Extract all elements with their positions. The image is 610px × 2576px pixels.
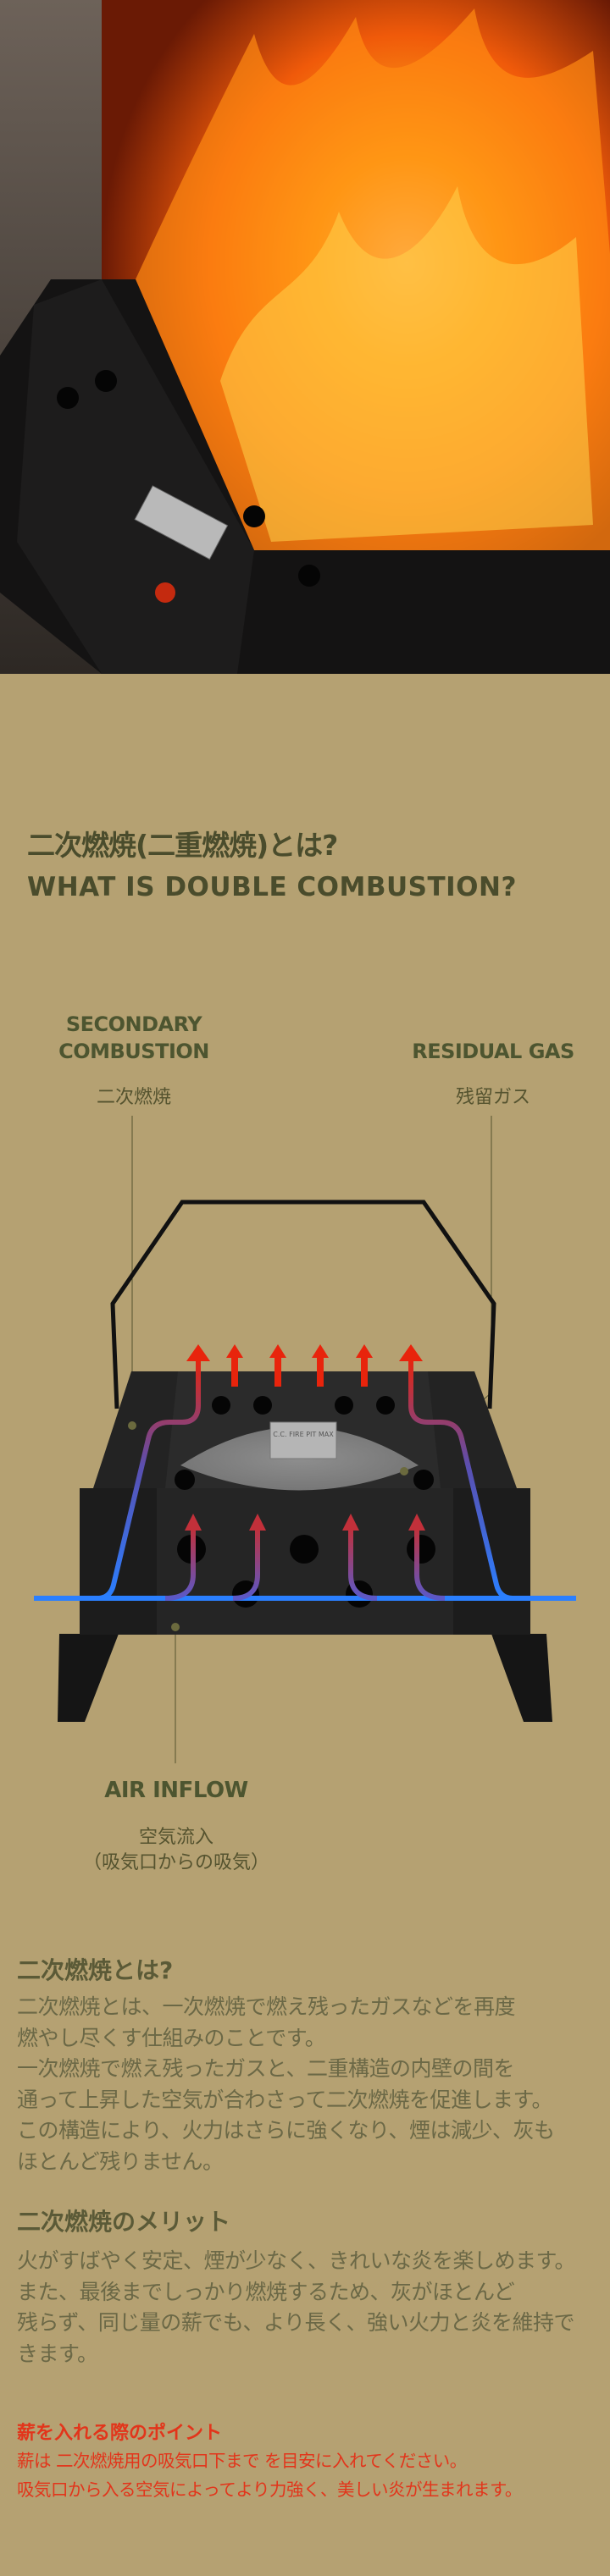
label-air-inflow: AIR INFLOW (104, 1778, 248, 1803)
label-secondary-combustion: SECONDARY COMBUSTION (58, 1012, 209, 1063)
tip-body: 薪は 二次燃焼用の吸気口下まで を目安に入れてください。 吸気口から入る空気によ… (17, 2451, 522, 2500)
heat-arrows (186, 1344, 423, 1387)
marker-dot (128, 1421, 136, 1430)
airflow-branch (164, 1528, 196, 1601)
heat-arrow-icon (186, 1344, 210, 1361)
marker-dot (171, 1623, 180, 1631)
combustion-diagram: C.C. FIRE PIT MAX (34, 1116, 576, 1763)
airflow-branch (414, 1528, 446, 1601)
label-residual-gas-jp: 残留ガス (455, 1087, 530, 1108)
stove-leg-left (58, 1634, 119, 1722)
marker-dot (400, 1467, 408, 1476)
label-air-inflow-sub: （吸気口からの吸気） (82, 1852, 269, 1873)
tip-title: 薪を入れる際のポイント (17, 2423, 223, 2444)
small-arrowheads (185, 1514, 425, 1531)
page-title-jp: 二次燃焼(二重燃焼)とは? (27, 829, 338, 862)
hero-fire-pit-photo (0, 0, 610, 674)
airflow-branch (348, 1528, 378, 1601)
airflow-branch (232, 1528, 260, 1601)
stove-handle (110, 1200, 496, 1409)
label-secondary-combustion-jp: 二次燃焼 (96, 1087, 171, 1108)
label-residual-gas: RESIDUAL GAS (412, 1040, 574, 1063)
section-title-what-is: 二次燃焼とは? (17, 1956, 174, 1984)
page-title-en: WHAT IS DOUBLE COMBUSTION? (27, 872, 517, 902)
section-title-merit: 二次燃焼のメリット (17, 2208, 231, 2236)
heat-arrow-icon (269, 1344, 286, 1387)
heat-arrow-icon (312, 1344, 329, 1387)
name-plate (269, 1421, 337, 1459)
airflow-path-left (34, 1359, 201, 1601)
heat-arrow-icon (399, 1344, 423, 1361)
label-air-inflow-jp: 空気流入 (138, 1827, 214, 1848)
section-body-merit: 火がすばやく安定、煙が少なく、きれいな炎を楽しめます。 また、最後までしっかり燃… (17, 2248, 576, 2366)
fire-pit-photo (0, 0, 610, 674)
heat-arrow-icon (226, 1344, 243, 1387)
heat-arrow-icon (356, 1344, 373, 1387)
name-plate-text: C.C. FIRE PIT MAX (273, 1431, 334, 1438)
section-body-what-is: 二次燃焼とは、一次燃焼で燃え残ったガスなどを再度 燃やし尽くす仕組みのことです。… (17, 1994, 555, 2174)
stove-leg-right (491, 1634, 552, 1722)
airflow-path-right (408, 1359, 576, 1601)
